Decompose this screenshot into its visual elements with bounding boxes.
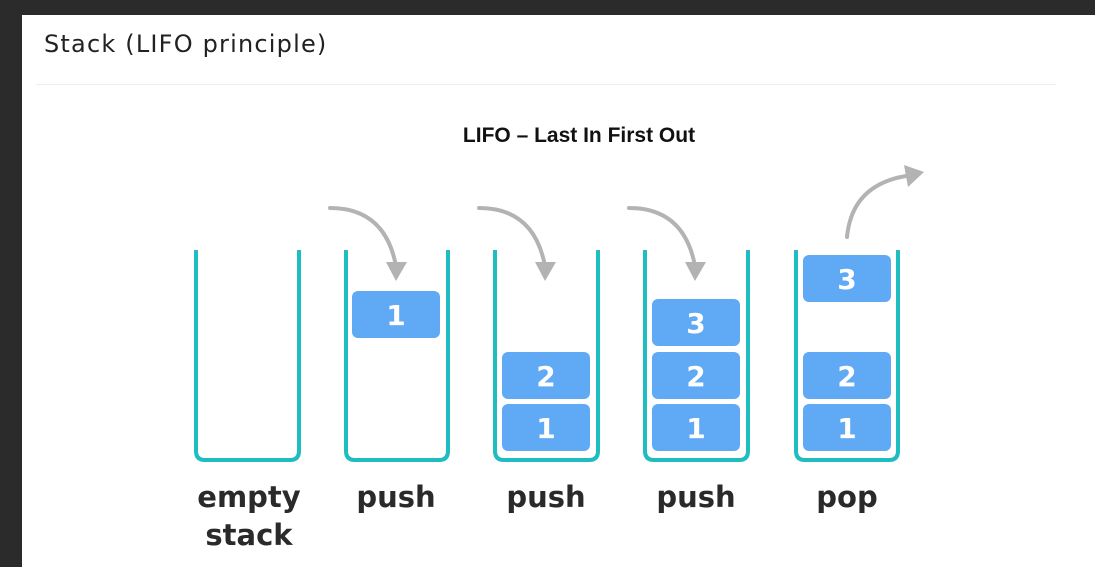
page-title: Stack (LIFO principle): [44, 30, 328, 58]
stage-label-empty-line1: empty: [197, 480, 301, 514]
stack-block-push3-2: [652, 352, 740, 399]
pop-arrow-head-icon: [904, 165, 924, 187]
stack-block-label: 1: [386, 299, 405, 332]
stage-label-push-3: push: [656, 480, 735, 514]
stack-block-label: 1: [837, 412, 856, 445]
content-panel: [22, 15, 1095, 567]
stack-block-label: 3: [686, 307, 705, 340]
stack-block-pop-1: [803, 404, 891, 451]
push-arrow-head-icon: [535, 262, 556, 281]
stack-block-label: 1: [536, 412, 555, 445]
stack-block-push1-1: [352, 291, 440, 338]
diagram-heading: LIFO – Last In First Out: [463, 124, 695, 147]
stack-block-push2-1: [502, 404, 590, 451]
stack-block-label: 1: [686, 412, 705, 445]
push-arrow-head-icon: [685, 262, 706, 281]
stack-container-push-2: [493, 250, 600, 462]
push-arrow-icon: [627, 206, 697, 268]
stack-block-push3-3: [652, 299, 740, 346]
stage-label-push-2: push: [506, 480, 585, 514]
pop-arrow-icon: [845, 174, 908, 239]
push-arrow-head-icon: [386, 262, 407, 281]
stack-block-pop-3: [803, 255, 891, 302]
stack-container-pop: [794, 250, 900, 462]
left-frame-bar: [0, 15, 22, 567]
push-arrow-icon: [477, 206, 547, 268]
stack-container-push-1: [344, 250, 450, 462]
stage-label-pop: pop: [816, 480, 877, 514]
stack-container-empty: [194, 250, 301, 462]
stack-block-push2-2: [502, 352, 590, 399]
stack-block-label: 2: [837, 360, 856, 393]
stack-block-label: 2: [536, 360, 555, 393]
stack-block-label: 3: [837, 263, 856, 296]
title-divider: [36, 84, 1056, 85]
stack-block-pop-2: [803, 352, 891, 399]
stage-label-empty-line2: stack: [205, 518, 293, 552]
stack-block-label: 2: [686, 360, 705, 393]
top-frame-bar: [0, 0, 1095, 15]
push-arrow-icon: [328, 206, 398, 268]
stack-container-push-3: [643, 250, 750, 462]
stack-block-push3-1: [652, 404, 740, 451]
stage-label-push-1: push: [356, 480, 435, 514]
